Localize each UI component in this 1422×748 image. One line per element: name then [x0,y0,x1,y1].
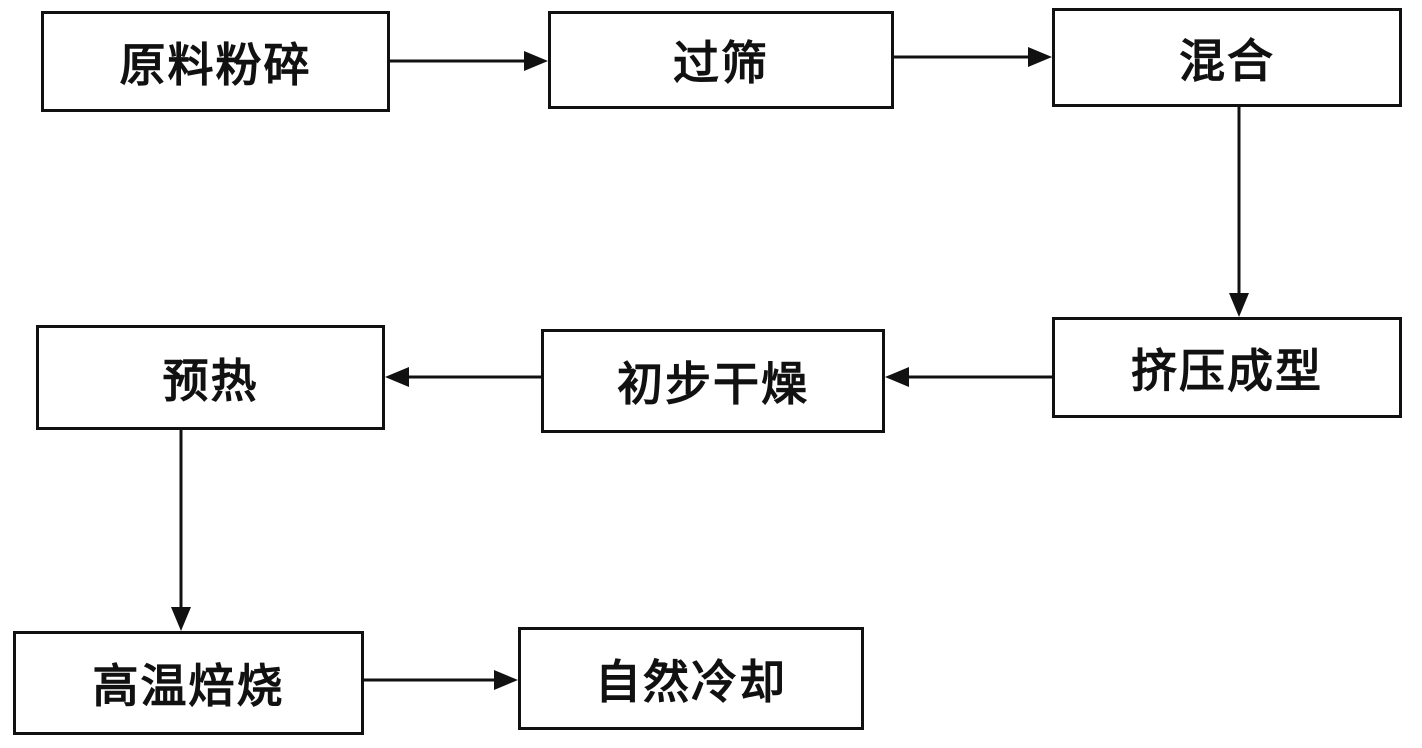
arrowhead-down [1229,293,1249,317]
step-sieving: 过筛 [548,11,894,109]
arrowhead-right [494,670,518,690]
arrowhead-left [385,367,409,387]
step-label: 挤压成型 [1131,343,1323,398]
arrowhead-left [885,367,909,387]
step-preheating: 预热 [36,325,385,430]
step-label: 自然冷却 [595,654,787,709]
step-label: 过筛 [673,36,769,90]
step-label: 初步干燥 [617,357,809,411]
step-natural-cooling: 自然冷却 [518,627,864,730]
step-label: 混合 [1179,33,1275,88]
arrowhead-down [171,607,191,631]
step-label: 高温焙烧 [92,659,285,713]
step-raw-material-crushing: 原料粉碎 [41,11,390,112]
arrowhead-right [524,51,548,71]
step-preliminary-drying: 初步干燥 [541,329,885,433]
step-label: 原料粉碎 [119,37,312,92]
step-high-temperature-roasting: 高温焙烧 [13,631,364,735]
step-extrusion-molding: 挤压成型 [1052,317,1402,418]
arrowhead-right [1028,47,1052,67]
step-label: 预热 [162,353,259,408]
step-mixing: 混合 [1052,8,1402,107]
